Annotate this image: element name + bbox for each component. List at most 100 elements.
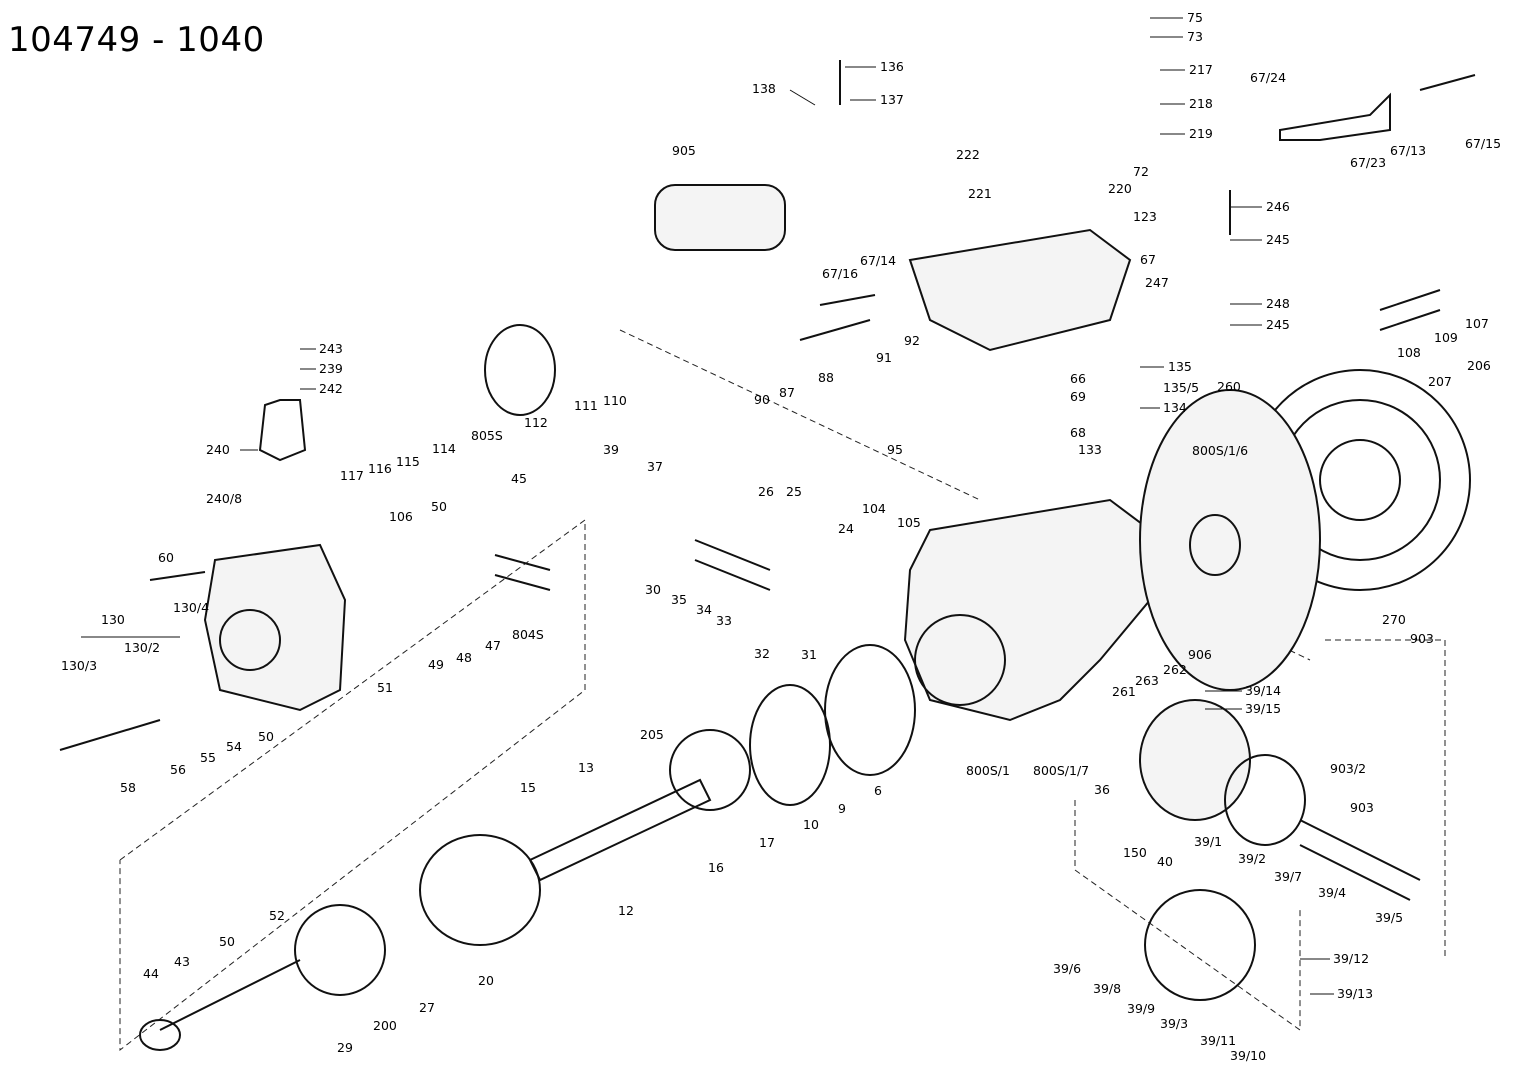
callout-39-6: 39/6 [1053,961,1081,976]
callout-39-9: 39/9 [1127,1001,1155,1016]
callout-116: 116 [368,461,392,476]
callout-39-14: 39/14 [1245,683,1281,698]
callout-66: 66 [1070,371,1086,386]
callout-115: 115 [396,454,420,469]
callout-67-16: 67/16 [822,266,858,281]
callout-242: 242 [319,381,343,396]
callout-30: 30 [645,582,661,597]
callout-117: 117 [340,468,364,483]
callout-239: 239 [319,361,343,376]
callout-217: 217 [1189,62,1213,77]
callout-88: 88 [818,370,834,385]
end-plate [203,543,347,712]
callout-104: 104 [862,501,886,516]
callout-207: 207 [1428,374,1452,389]
drive-shaft [528,778,712,882]
callout-800s-1-6: 800S/1/6 [1192,443,1248,458]
callout-39-10: 39/10 [1230,1048,1266,1063]
callout-67-13: 67/13 [1390,143,1426,158]
component-drawings [59,60,1476,1051]
callout-67-24: 67/24 [1250,70,1286,85]
callout-240-8: 240/8 [206,491,242,506]
callout-67-15: 67/15 [1465,136,1501,151]
callout-260: 260 [1217,379,1241,394]
callout-9: 9 [838,801,846,816]
callout-111: 111 [574,398,598,413]
callout-39-12: 39/12 [1333,951,1369,966]
callout-109: 109 [1434,330,1458,345]
callout-55: 55 [200,750,216,765]
callout-15: 15 [520,780,536,795]
callout-261: 261 [1112,684,1136,699]
callout-903-2: 903/2 [1330,761,1366,776]
callout-50-bottom: 50 [219,934,235,949]
callout-805s: 805S [471,428,503,443]
callout-804s: 804S [512,627,544,642]
callout-106: 106 [389,509,413,524]
callout-47: 47 [485,638,501,653]
solenoid [654,184,786,251]
callout-40: 40 [1157,854,1173,869]
callout-44: 44 [143,966,159,981]
callout-72: 72 [1133,164,1149,179]
callout-26: 26 [758,484,774,499]
callout-17: 17 [759,835,775,850]
callout-105: 105 [897,515,921,530]
callout-32: 32 [754,646,770,661]
callout-800s-1-7: 800S/1/7 [1033,763,1089,778]
callout-39-7: 39/7 [1274,869,1302,884]
callout-52: 52 [269,908,285,923]
diagram-title: 104749 - 1040 [8,20,265,60]
callout-36: 36 [1094,782,1110,797]
callout-905: 905 [672,143,696,158]
callout-245-bottom: 245 [1266,317,1290,332]
callout-137: 137 [880,92,904,107]
leader-lines [81,17,1334,995]
callout-903-top: 903 [1410,631,1434,646]
callout-130: 130 [101,612,125,627]
callout-13: 13 [578,760,594,775]
callout-33: 33 [716,613,732,628]
callout-218: 218 [1189,96,1213,111]
callout-800s-1: 800S/1 [966,763,1010,778]
callout-45: 45 [511,471,527,486]
callout-6: 6 [874,783,882,798]
callout-34: 34 [696,602,712,617]
callout-73: 73 [1187,29,1203,44]
callout-130-4: 130/4 [173,600,209,615]
callout-245-top: 245 [1266,232,1290,247]
callout-49: 49 [428,657,444,672]
callout-130-2: 130/2 [124,640,160,655]
callout-108: 108 [1397,345,1421,360]
callout-138: 138 [752,81,776,96]
callout-67-23: 67/23 [1350,155,1386,170]
callout-39: 39 [603,442,619,457]
callout-75: 75 [1187,10,1203,25]
callout-16: 16 [708,860,724,875]
callout-24: 24 [838,521,854,536]
callout-39-11: 39/11 [1200,1033,1236,1048]
callout-95: 95 [887,442,903,457]
callout-67: 67 [1140,252,1156,267]
callout-39-15: 39/15 [1245,701,1281,716]
callout-248: 248 [1266,296,1290,311]
callout-50-mid: 50 [258,729,274,744]
callout-130-3: 130/3 [61,658,97,673]
callout-270: 270 [1382,612,1406,627]
callout-25: 25 [786,484,802,499]
callout-39-2: 39/2 [1238,851,1266,866]
callout-43: 43 [174,954,190,969]
callout-150: 150 [1123,845,1147,860]
callout-39-4: 39/4 [1318,885,1346,900]
callout-135: 135 [1168,359,1192,374]
governor-cover [908,228,1132,352]
callout-136: 136 [880,59,904,74]
callout-220: 220 [1108,181,1132,196]
callout-219: 219 [1189,126,1213,141]
callout-114: 114 [432,441,456,456]
callout-60: 60 [158,550,174,565]
callout-31: 31 [801,647,817,662]
callout-58: 58 [120,780,136,795]
